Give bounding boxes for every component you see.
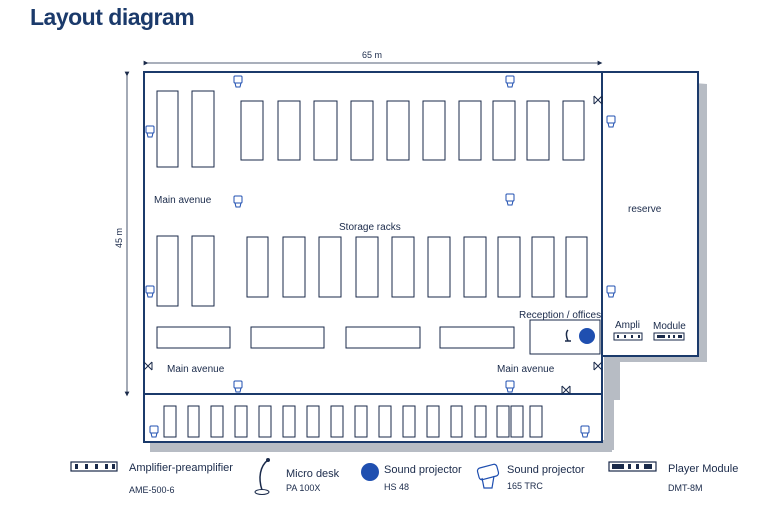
micro-desk-icon	[254, 458, 270, 495]
rack-group-top	[240, 100, 585, 161]
label-reserve: reserve	[628, 204, 662, 215]
legend-label: Sound projector	[507, 464, 585, 476]
legend-label: Player Module	[668, 463, 738, 475]
rack-group-left-top	[156, 90, 215, 168]
rack-group-left-bottom	[156, 235, 215, 307]
door-icons	[143, 95, 603, 395]
label-storage-racks: Storage racks	[339, 222, 401, 233]
amplifier-icon	[70, 461, 118, 472]
label-reception: Reception / offices	[519, 310, 601, 321]
reserve-area	[601, 71, 699, 357]
legend-sub: HS 48	[384, 482, 409, 492]
amplifier-icon	[613, 332, 643, 341]
legend-sub: PA 100X	[286, 483, 320, 493]
player-module-icon	[608, 461, 657, 472]
legend-amplifier: Amplifier-preamplifier AME-500-6	[70, 461, 233, 495]
sound-projector-horn-icon	[476, 463, 500, 489]
height-dimension: 45 m	[114, 71, 130, 397]
micro-desk-icon	[565, 329, 571, 342]
label-module: Module	[653, 321, 686, 332]
legend-trc: Sound projector 165 TRC	[476, 463, 585, 491]
label-main-avenue-left: Main avenue	[167, 364, 225, 375]
legend-micro: Micro desk PA 100X	[254, 458, 340, 495]
sound-projector-round-icon	[361, 463, 379, 481]
legend-label: Micro desk	[286, 468, 340, 480]
legend-player: Player Module DMT-8M	[608, 461, 738, 493]
page-title: Layout diagram	[30, 4, 195, 30]
legend-label: Amplifier-preamplifier	[129, 462, 233, 474]
rack-group-middle	[246, 236, 588, 298]
label-ampli: Ampli	[615, 320, 640, 331]
rack-group-horizontal	[156, 326, 515, 349]
label-main-avenue-right: Main avenue	[497, 364, 555, 375]
width-label: 65 m	[362, 50, 382, 60]
sound-projector-round-icon	[579, 328, 595, 344]
legend-sub: DMT-8M	[668, 483, 703, 493]
legend-hs48: Sound projector HS 48	[361, 463, 462, 492]
height-label: 45 m	[114, 228, 124, 248]
reception-box	[529, 319, 601, 355]
label-main-avenue-top: Main avenue	[154, 195, 212, 206]
width-dimension: 65 m	[143, 50, 603, 66]
player-module-icon	[653, 332, 685, 341]
legend: Amplifier-preamplifier AME-500-6 Micro d…	[70, 458, 738, 495]
rack-group-bottom	[163, 405, 543, 438]
right-shadow	[604, 395, 614, 450]
legend-sub: AME-500-6	[129, 485, 175, 495]
legend-label: Sound projector	[384, 464, 462, 476]
legend-sub: 165 TRC	[507, 481, 543, 491]
